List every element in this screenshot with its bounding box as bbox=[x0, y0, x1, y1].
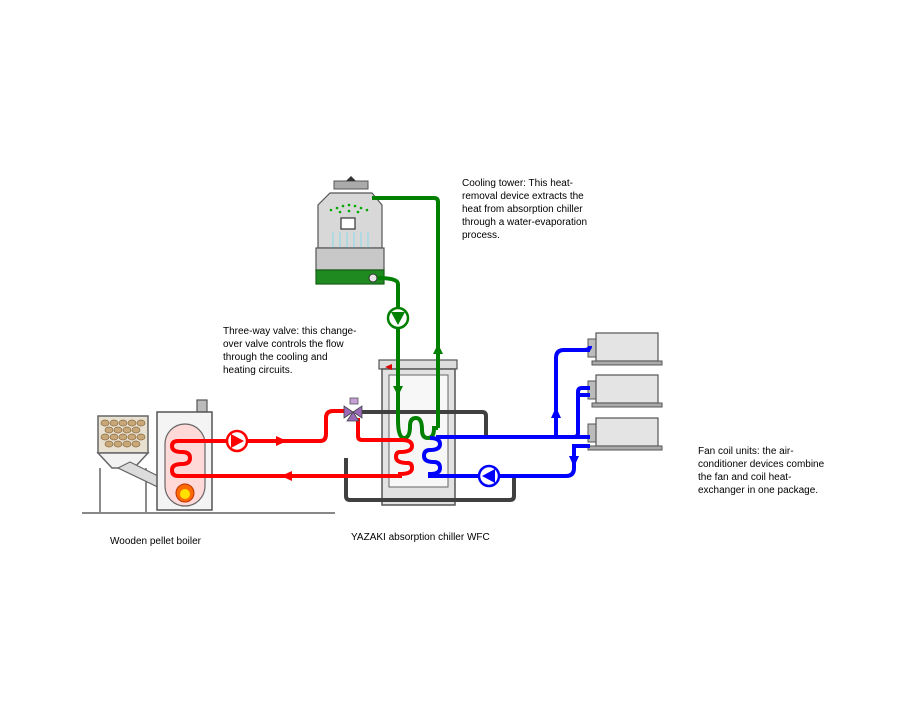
pump-chilled bbox=[477, 464, 501, 488]
three-way-valve-label: Three-way valve: this change- over valve… bbox=[223, 326, 357, 376]
cooling-tower-label: Cooling tower: This heat- removal device… bbox=[462, 178, 588, 241]
fan-coil-unit bbox=[587, 417, 663, 451]
fan-coil-unit bbox=[587, 374, 663, 408]
pump-hot bbox=[225, 429, 249, 453]
fan-coil-units-label: Fan coil units: the air- conditioner dev… bbox=[698, 446, 825, 496]
chilled-water-pipe bbox=[421, 345, 592, 478]
flow-arrow bbox=[551, 407, 579, 467]
cooling-water-pipe bbox=[372, 196, 440, 441]
pellet-boiler bbox=[156, 399, 213, 511]
boiler-label: Wooden pellet boiler bbox=[110, 536, 201, 547]
bypass-pipe bbox=[344, 410, 516, 502]
fan-coil-unit bbox=[587, 332, 663, 366]
chiller-label: YAZAKI absorption chiller WFC bbox=[351, 532, 490, 543]
absorption-chiller bbox=[378, 359, 458, 506]
flow-arrow bbox=[393, 344, 443, 396]
pump-cooling bbox=[386, 306, 410, 330]
cooling-tower bbox=[315, 176, 385, 285]
flow-arrow bbox=[276, 436, 292, 481]
hot-water-pipe bbox=[169, 409, 415, 478]
fan-coil-units bbox=[587, 332, 663, 451]
three-way-valve bbox=[343, 397, 363, 422]
